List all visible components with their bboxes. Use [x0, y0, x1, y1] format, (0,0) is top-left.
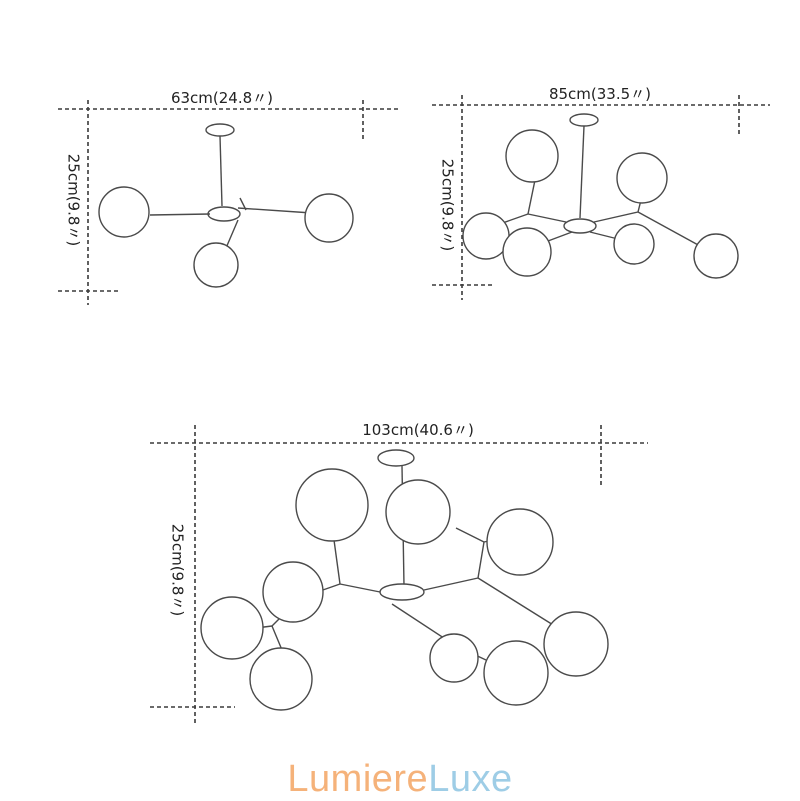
width-dimension-label: 85cm(33.5〃) [545, 83, 655, 104]
width-dimension-label: 63cm(24.8〃) [167, 87, 277, 108]
brand-name-part1: Lumiere [287, 758, 429, 800]
height-dimension-label: 25cm(9.8〃) [167, 521, 189, 619]
brand-name-part2: Luxe [428, 758, 513, 800]
brand-watermark: LumiereLuxe [0, 758, 800, 801]
width-dimension-label: 103cm(40.6〃) [359, 419, 477, 440]
